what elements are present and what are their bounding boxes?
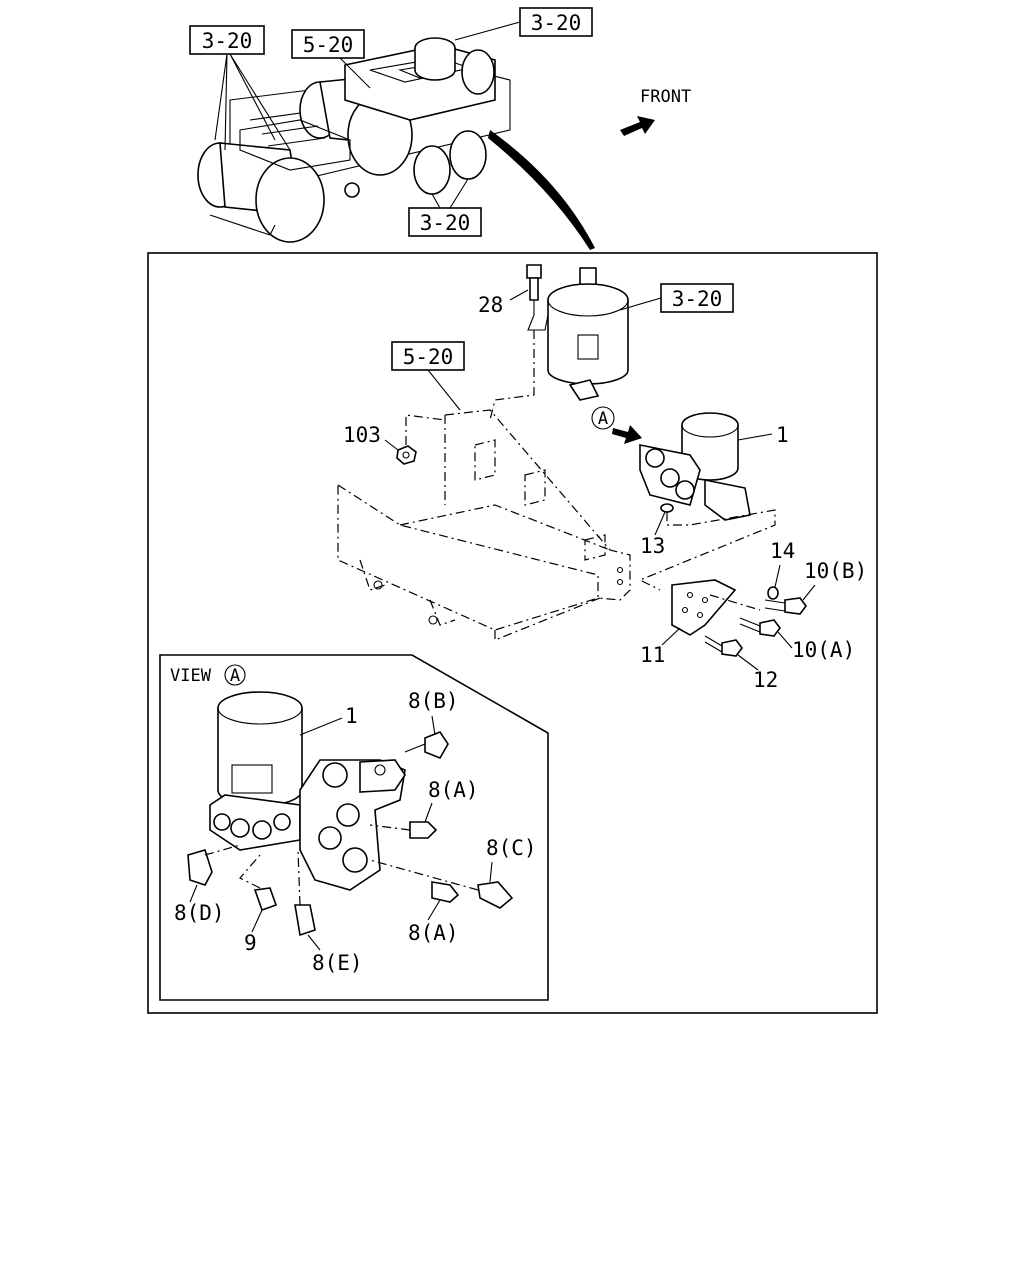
bolt-12: [704, 635, 743, 657]
fitting-8b: [404, 731, 449, 760]
callout-28: 28: [478, 289, 529, 317]
detail-pointer-arrow: [488, 130, 595, 250]
svg-text:8(C): 8(C): [486, 836, 537, 860]
view-a-inset-frame: [159, 654, 549, 1001]
svg-text:VIEW: VIEW: [170, 666, 212, 686]
svg-text:A: A: [598, 409, 608, 429]
callout-11: 11: [640, 627, 681, 667]
bolt-10a: [739, 617, 781, 637]
callout-1: 1: [737, 423, 789, 447]
mounting-bracket-5-20: [337, 409, 631, 641]
svg-text:3-20: 3-20: [531, 11, 582, 35]
view-a-arrow-icon: [612, 425, 642, 444]
view-a-title: VIEW A: [170, 664, 246, 686]
svg-text:12: 12: [753, 668, 778, 692]
svg-text:8(E): 8(E): [312, 951, 363, 975]
overview-ref-top-left: 3-20: [189, 25, 291, 151]
svg-text:10(A): 10(A): [792, 638, 855, 662]
bolt-10b: [764, 597, 807, 615]
front-direction: FRONT: [620, 87, 691, 136]
nut-103: [396, 414, 446, 465]
svg-text:3-20: 3-20: [420, 211, 471, 235]
svg-text:8(D): 8(D): [174, 901, 225, 925]
callout-ref-bracket: 5-20: [391, 341, 465, 411]
overview-vehicle-illustration: [197, 37, 511, 243]
overview-ref-bottom: 3-20: [408, 178, 482, 237]
svg-text:5-20: 5-20: [303, 33, 354, 57]
fitting-8e: [294, 849, 316, 937]
svg-text:FRONT: FRONT: [640, 87, 691, 107]
fitting-8a-lower: [431, 881, 460, 903]
plate-11: [671, 579, 761, 636]
fitting-8c: [369, 859, 514, 909]
callout-14: 14: [770, 539, 795, 588]
inset-callout-8c: 8(C): [486, 836, 537, 883]
svg-text:9: 9: [244, 931, 257, 955]
svg-text:14: 14: [770, 539, 795, 563]
overview-ref-top-mid: 5-20: [291, 29, 371, 89]
svg-text:8(A): 8(A): [408, 921, 459, 945]
callout-10a: 10(A): [777, 631, 855, 662]
inset-callout-8a-lower: 8(A): [408, 899, 459, 945]
svg-text:8(B): 8(B): [408, 689, 459, 713]
view-a-marker: A: [591, 406, 642, 444]
callout-103: 103: [343, 423, 399, 451]
svg-text:8(A): 8(A): [428, 778, 479, 802]
washer-14: [767, 586, 779, 600]
air-dryer-1: [639, 412, 751, 521]
callout-12: 12: [737, 654, 778, 692]
svg-text:5-20: 5-20: [403, 345, 454, 369]
detail-frame: [147, 252, 878, 1014]
inset-callout-1: 1: [299, 704, 358, 736]
svg-text:1: 1: [776, 423, 789, 447]
svg-text:3-20: 3-20: [672, 287, 723, 311]
inset-callout-8a-upper: 8(A): [424, 778, 479, 823]
fitting-8d: [187, 844, 241, 886]
svg-text:1: 1: [345, 704, 358, 728]
svg-text:13: 13: [640, 534, 665, 558]
callout-ref-tank: 3-20: [619, 283, 734, 313]
inset-callout-8b: 8(B): [408, 689, 459, 736]
bolt-28: [489, 264, 549, 421]
svg-text:28: 28: [478, 293, 503, 317]
view-a-air-dryer: [209, 691, 406, 891]
inset-callout-8d: 8(D): [174, 884, 225, 925]
fitting-9: [239, 854, 278, 912]
air-tank-3-20: [547, 267, 629, 401]
overview-ref-top-right: 3-20: [454, 7, 593, 41]
inset-callout-9: 9: [244, 909, 263, 955]
callout-10b: 10(B): [802, 559, 867, 601]
svg-text:A: A: [230, 666, 240, 686]
svg-text:11: 11: [640, 643, 665, 667]
front-arrow-icon: [620, 116, 655, 136]
inset-callout-8e: 8(E): [307, 934, 363, 975]
fitting-8a-upper: [369, 821, 438, 839]
callout-13: 13: [640, 511, 666, 558]
washer-13: [638, 503, 776, 591]
svg-text:3-20: 3-20: [202, 29, 253, 53]
svg-text:10(B): 10(B): [804, 559, 867, 583]
svg-text:103: 103: [343, 423, 381, 447]
